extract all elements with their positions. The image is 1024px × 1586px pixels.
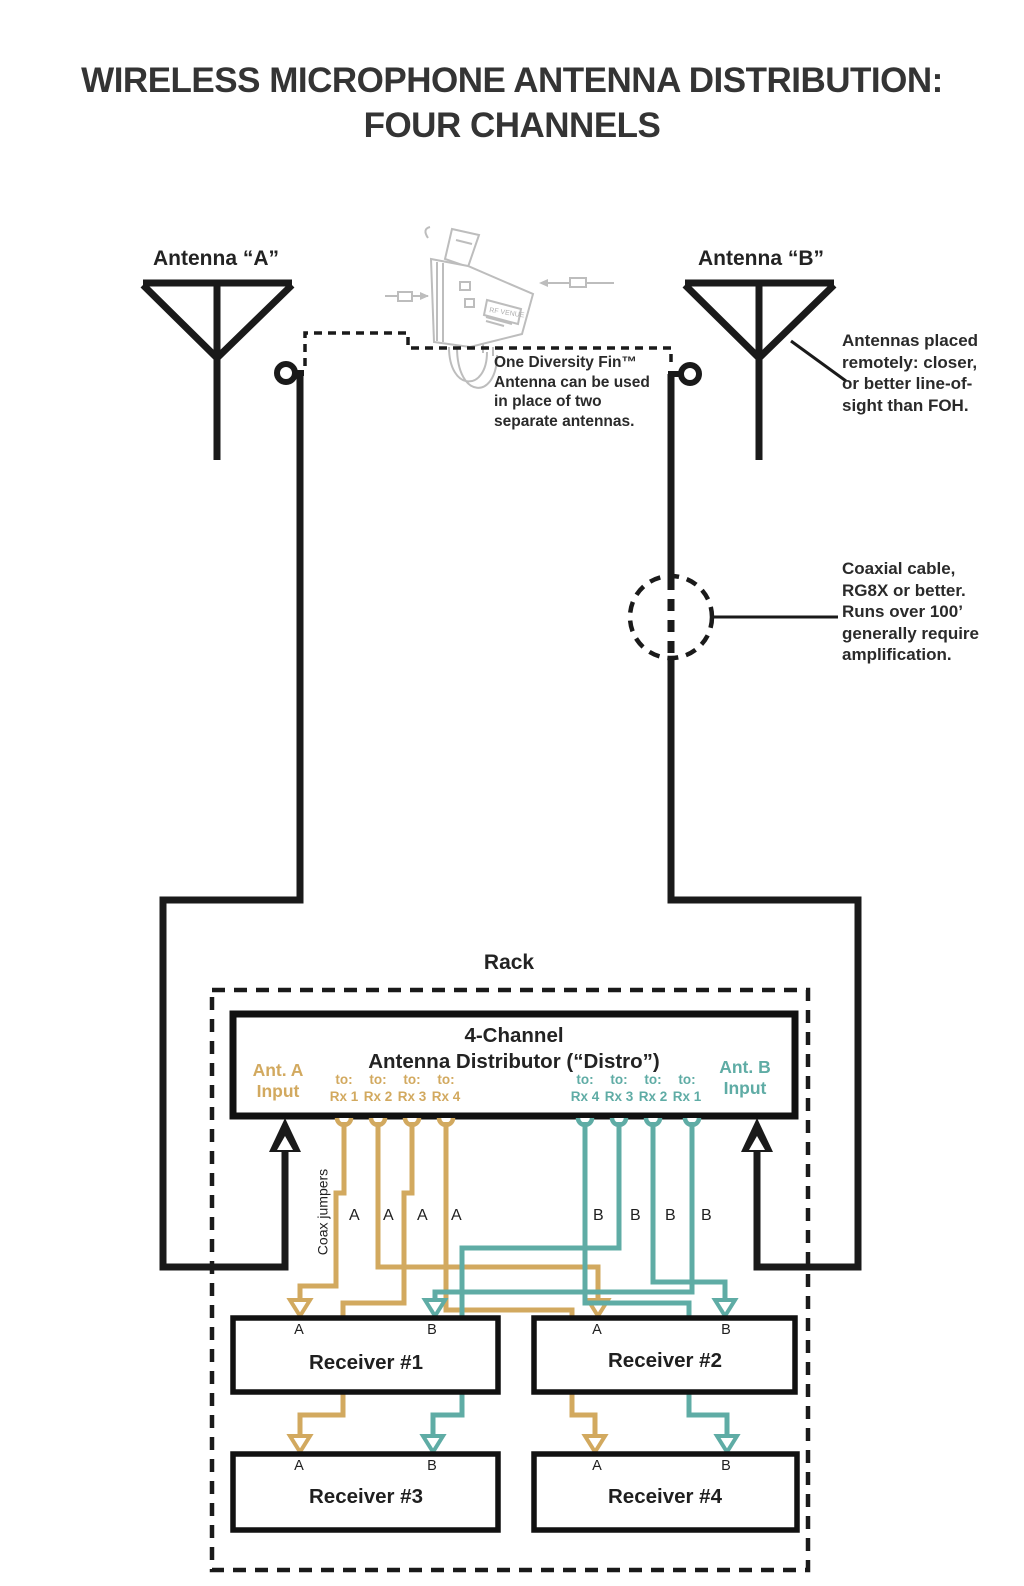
distro-port-b-rx1-label: to: Rx 1 [672, 1072, 702, 1104]
receiver-1-a-port-label: A [294, 1322, 304, 1338]
jumper-a-rx3 [286, 1122, 415, 1456]
jumper-b-rx2 [650, 1122, 739, 1320]
distro-port-a-rx4-label: to: Rx 4 [431, 1072, 461, 1104]
antenna-b-connector-icon [668, 362, 702, 386]
diversity-fin-illustration: RF VENUE [385, 226, 614, 389]
coax-cable-b [667, 374, 862, 1271]
jumper-letter-b2: B [630, 1207, 641, 1224]
distro-port-a-rx2-label: to: Rx 2 [363, 1072, 393, 1104]
antenna-a-label: Antenna “A” [153, 247, 279, 270]
fin-alternative-dashed-link [303, 331, 673, 366]
page-title-line2: FOUR CHANNELS [363, 106, 661, 145]
receiver-2-a-port-label: A [592, 1322, 602, 1338]
rack-label: Rack [483, 951, 535, 974]
jumper-a-rx4 [443, 1122, 609, 1456]
jumper-letter-a2: A [383, 1207, 394, 1224]
distro-port-b-rx4-label: to: Rx 4 [570, 1072, 600, 1104]
distro-port-b-rx2-label: to: Rx 2 [638, 1072, 668, 1104]
receiver-4-a-port-label: A [592, 1458, 602, 1474]
jumper-letter-b4: B [701, 1207, 712, 1224]
receiver-1-name: Receiver #1 [309, 1351, 423, 1374]
receiver-1-box [230, 1315, 501, 1395]
distro-port-a-rx3-label: to: Rx 3 [397, 1072, 427, 1104]
page-title-line1: WIRELESS MICROPHONE ANTENNA DISTRIBUTION… [81, 61, 943, 100]
receiver-3-name: Receiver #3 [309, 1485, 423, 1508]
placement-note-pointer [790, 339, 847, 383]
jumper-letter-a4: A [451, 1207, 462, 1224]
receiver-2-name: Receiver #2 [608, 1349, 722, 1372]
jumper-b-rx4 [582, 1122, 741, 1456]
distro-title: 4-Channel Antenna Distributor (“Distro”) [368, 1024, 660, 1073]
distro-ant-a-input-label: Ant. A Input [252, 1060, 304, 1101]
receiver-3-b-port-label: B [427, 1458, 437, 1474]
distro-box [229, 1010, 799, 1120]
coax-highlight-circle [627, 573, 715, 661]
receiver-4-name: Receiver #4 [608, 1485, 722, 1508]
jumper-letter-b3: B [665, 1207, 676, 1224]
distro-port-a-rx1-label: to: Rx 1 [329, 1072, 359, 1104]
antenna-b-label: Antenna “B” [698, 247, 824, 270]
coax-cable-note: Coaxial cable, RG8X or better. Runs over… [842, 559, 980, 664]
receiver-3-a-port-label: A [294, 1458, 304, 1474]
jumper-b-rx1 [421, 1122, 695, 1320]
ant-a-input-arrow [269, 1118, 301, 1267]
jumper-letter-a1: A [349, 1207, 360, 1224]
antenna-placement-note: Antennas placed remotely: closer, or bet… [842, 331, 979, 415]
receiver-1-b-port-label: B [427, 1322, 437, 1338]
distro-port-b-rx3-label: to: Rx 3 [604, 1072, 634, 1104]
antenna-b-icon [682, 279, 837, 460]
receiver-4-b-port-label: B [721, 1458, 731, 1474]
receiver-2-b-port-label: B [721, 1322, 731, 1338]
antenna-a-connector-icon [274, 361, 304, 385]
antenna-a-icon [140, 279, 295, 460]
rack-enclosure [209, 987, 811, 1573]
receiver-4-box [531, 1451, 800, 1533]
coax-jumpers-label: Coax jumpers [314, 1168, 331, 1256]
distro-ant-b-input-label: Ant. B Input [719, 1057, 771, 1098]
receiver-2-box [531, 1315, 798, 1395]
jumper-letter-a3: A [417, 1207, 428, 1224]
ant-b-input-arrow [741, 1118, 773, 1267]
diversity-fin-note: One Diversity Fin™ Antenna can be used i… [494, 354, 650, 430]
receiver-3-box [230, 1451, 501, 1533]
jumper-a-rx1 [286, 1122, 347, 1320]
jumper-letter-b1: B [593, 1207, 604, 1224]
jumper-b-rx3 [419, 1122, 622, 1456]
